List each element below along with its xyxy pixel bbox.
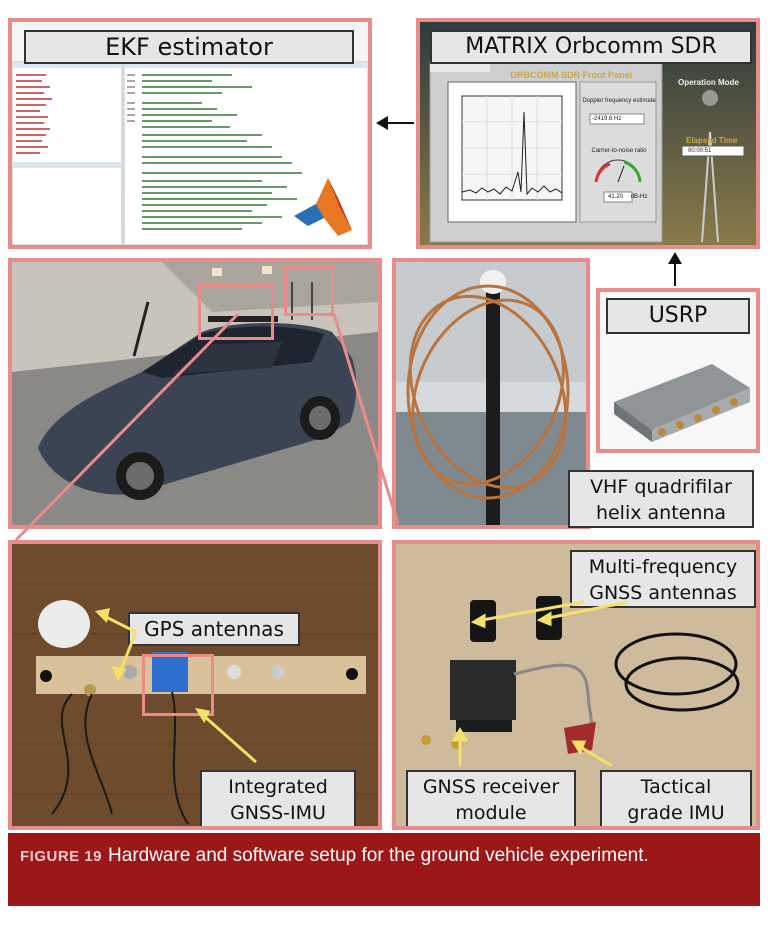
tactical-label-line2: grade IMU xyxy=(627,802,725,824)
cnr-value: 41.20 dB-Hz xyxy=(608,194,647,200)
doppler-label: Doppler frequency estimate xyxy=(582,98,656,104)
vhf-antenna-panel xyxy=(392,258,590,529)
usrp-label-text: USRP xyxy=(648,303,708,328)
doppler-unit: Hz xyxy=(614,116,622,122)
multi-label-line2: GNSS antennas xyxy=(589,582,737,604)
ekf-label-text: EKF estimator xyxy=(105,33,273,61)
multi-label-line1: Multi-frequency xyxy=(588,556,738,578)
imu-label-line2: GNSS-IMU xyxy=(230,802,326,824)
arrow-usrp-to-sdr xyxy=(674,260,676,286)
gps-bar-panel: GPS antennas Integrated GNSS-IMU xyxy=(8,540,382,830)
tactical-label-line1: Tactical xyxy=(640,776,712,798)
gps-antennas-label: GPS antennas xyxy=(128,612,300,646)
imu-label-line1: Integrated xyxy=(228,776,328,798)
figure: EKF estimator xyxy=(8,18,760,906)
receiver-label-line1: GNSS receiver xyxy=(422,776,560,798)
matrix-sdr-label: MATRIX Orbcomm SDR xyxy=(430,30,752,64)
arrow-head-up-icon xyxy=(668,252,682,264)
doppler-number: -2419.6 xyxy=(592,116,613,122)
arrow-sdr-to-ekf xyxy=(384,122,414,124)
sdr-panel-title: ORBCOMM SDR Front Panel xyxy=(510,70,633,80)
tactical-grade-imu-label: Tactical grade IMU xyxy=(600,770,752,826)
usrp-label: USRP xyxy=(606,298,750,334)
gnss-receiver-module-label: GNSS receiver module xyxy=(406,770,576,826)
caption-text: Hardware and software setup for the grou… xyxy=(108,845,649,866)
ekf-estimator-label: EKF estimator xyxy=(24,30,354,64)
sdr-panel: ORBCOMM SDR Front Panel Doppler frequenc… xyxy=(416,18,760,249)
elapsed-time-value: 00:00:51 xyxy=(688,148,712,154)
usrp-panel: USRP xyxy=(596,288,760,453)
vhf-label-line1: VHF quadrifilar xyxy=(590,476,732,498)
car-roof-highlight xyxy=(198,284,274,340)
figure-number: FIGURE 19 xyxy=(20,848,103,865)
vhf-antenna-label: VHF quadrifilar helix antenna xyxy=(568,470,754,528)
integrated-imu-highlight xyxy=(142,654,214,716)
figure-caption: FIGURE 19 Hardware and software setup for… xyxy=(8,833,760,906)
cnr-unit: dB-Hz xyxy=(630,194,648,200)
gnss-receiver-panel: Multi-frequency GNSS antennas GNSS recei… xyxy=(392,540,760,830)
ekf-panel: EKF estimator xyxy=(8,18,372,249)
gps-bar-photo xyxy=(12,544,378,826)
gps-label-text: GPS antennas xyxy=(144,617,284,641)
matlab-logo-icon xyxy=(294,178,352,236)
operation-mode-label: Operation Mode xyxy=(678,78,739,87)
cnr-number: 41.20 xyxy=(608,194,624,200)
doppler-value: -2419.6 Hz xyxy=(592,116,621,122)
receiver-label-line2: module xyxy=(455,802,527,824)
multi-frequency-gnss-label: Multi-frequency GNSS antennas xyxy=(570,550,756,608)
vhf-label-line2: helix antenna xyxy=(595,502,727,524)
matrix-label-text: MATRIX Orbcomm SDR xyxy=(465,34,717,59)
pointer-arrows xyxy=(94,600,629,768)
elapsed-time-label: Elapsed Time xyxy=(686,136,738,145)
car-antenna-highlight xyxy=(284,266,334,316)
integrated-gnss-imu-label: Integrated GNSS-IMU xyxy=(200,770,356,826)
arrow-head-left-icon xyxy=(376,116,388,130)
cnr-label: Carrier-to-noise ratio xyxy=(591,148,647,154)
vhf-antenna-photo xyxy=(396,262,586,525)
